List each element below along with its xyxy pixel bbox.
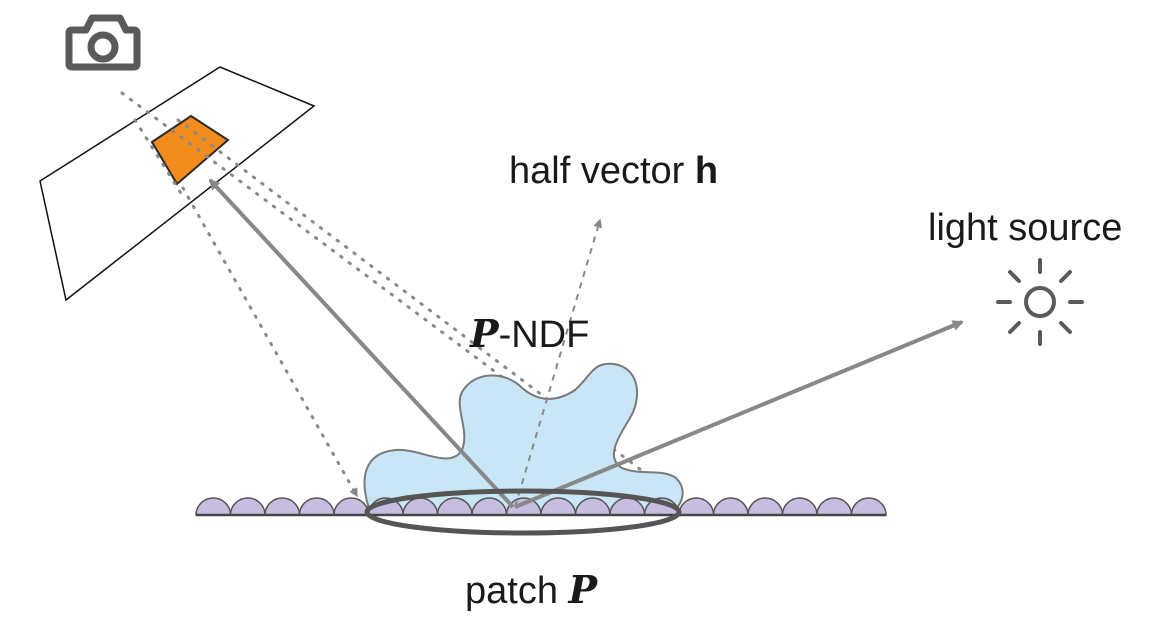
footprint-ray-top (120, 91, 642, 482)
microfacet (678, 497, 715, 516)
microfacet (333, 497, 370, 516)
microfacet (195, 497, 232, 516)
patch-label: patch P (465, 567, 599, 612)
microfacet-surface (195, 497, 887, 516)
footprint-ray-outer (133, 118, 184, 197)
ndf-label: P-NDF (469, 311, 589, 356)
camera-icon (65, 14, 141, 71)
light-source-label: light source (928, 207, 1122, 249)
microfacet (471, 497, 508, 516)
pixel (150, 114, 230, 186)
ndf-lobe (363, 362, 684, 513)
microfacet (850, 497, 887, 516)
microfacet (574, 497, 611, 516)
half-vector-label: half vector h (509, 150, 718, 192)
view-direction-arrow (208, 178, 515, 509)
microfacet (781, 497, 818, 516)
footprint-ray-left (181, 186, 359, 498)
microfacet (298, 497, 335, 516)
microfacet (712, 497, 749, 516)
microfacet (747, 497, 784, 516)
sun-icon (996, 258, 1084, 346)
microfacet (436, 497, 473, 516)
half-vector-arrow (514, 218, 603, 508)
footprint-ray-right (176, 118, 667, 490)
light-direction-arrow (514, 320, 964, 509)
microfacet (264, 497, 301, 516)
patch-ellipse (364, 488, 682, 536)
microfacet (505, 497, 542, 516)
microfacet (229, 497, 266, 516)
microfacet (540, 497, 577, 516)
microfacet (816, 497, 853, 516)
